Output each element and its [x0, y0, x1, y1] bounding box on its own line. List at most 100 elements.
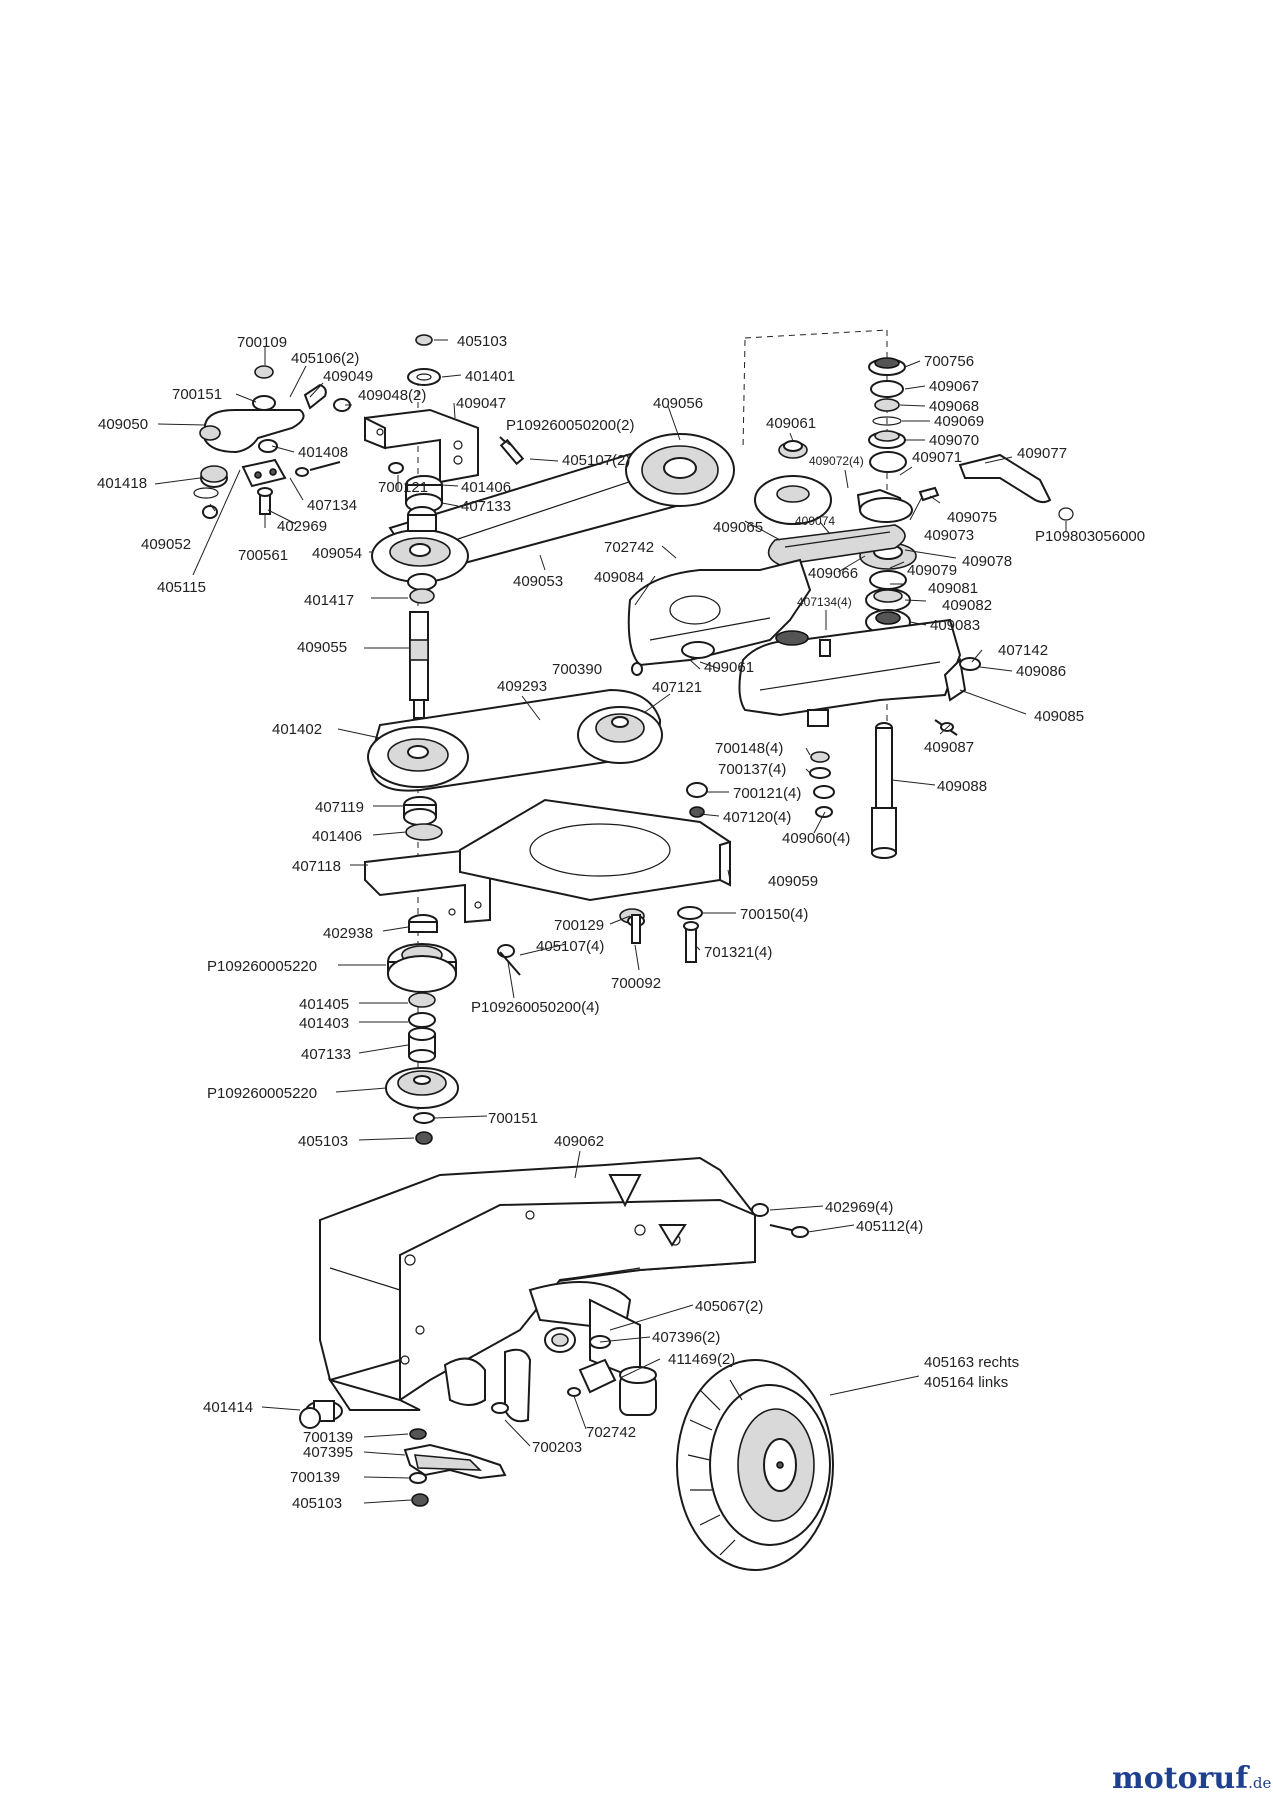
part-label: 409085: [1034, 708, 1084, 725]
part-label: P109260050200(2): [506, 417, 634, 434]
part-label: 401403: [299, 1015, 349, 1032]
part-label: 407396(2): [652, 1329, 720, 1346]
part-label: 409060(4): [782, 830, 850, 847]
part-label: 700121(4): [733, 785, 801, 802]
part-label: 407142: [998, 642, 1048, 659]
parts-drawing: [193, 329, 1074, 1571]
part-label: 409072(4): [809, 454, 864, 468]
part-label: 409067: [929, 378, 979, 395]
part-label: 702742: [604, 539, 654, 556]
brand-watermark: motoruf.de: [1112, 1761, 1272, 1796]
part-label: 405103: [298, 1133, 348, 1150]
part-label: P109260050200(4): [471, 999, 599, 1016]
part-label: 409075: [947, 509, 997, 526]
part-label: 701321(4): [704, 944, 772, 961]
part-label: 407134(4): [797, 595, 852, 609]
output-shaft: [809, 722, 897, 859]
part-label: 700148(4): [715, 740, 783, 757]
part-label: 700139: [303, 1429, 353, 1446]
part-label: 409053: [513, 573, 563, 590]
part-label: 409070: [929, 432, 979, 449]
part-label: 407118: [292, 858, 341, 875]
brand-name: motoruf: [1112, 1761, 1250, 1796]
part-label: 409083: [930, 617, 980, 634]
part-label: 401402: [272, 721, 322, 738]
gear-stack: [754, 357, 1074, 635]
part-label: 700150(4): [740, 906, 808, 923]
part-label: P109803056000: [1035, 528, 1145, 545]
part-label: 700109: [237, 334, 287, 351]
wheel: [676, 1359, 834, 1571]
part-label: P109260005220: [207, 958, 317, 975]
part-label: 401417: [304, 592, 354, 609]
part-label: 405112(4): [856, 1218, 923, 1235]
part-label: 409061: [704, 659, 754, 676]
part-label: 405103: [457, 333, 507, 350]
part-label: 700129: [554, 917, 604, 934]
part-label: 409056: [653, 395, 703, 412]
part-label: 409293: [497, 678, 547, 695]
lever-group: [403, 1428, 507, 1507]
part-label: 700203: [532, 1439, 582, 1456]
chassis-frame: [299, 1156, 809, 1429]
part-label: 409048(2): [358, 387, 426, 404]
part-label: 405106(2): [291, 350, 359, 367]
part-label: 409074: [795, 514, 835, 528]
motor-plate: [459, 782, 732, 976]
part-label: 409066: [808, 565, 858, 582]
part-label: 700561: [238, 547, 288, 564]
lower-pulley-stack: [364, 796, 491, 1145]
part-label: 405107(2): [562, 452, 630, 469]
part-label: 409061: [766, 415, 816, 432]
gearbox-covers: [627, 558, 981, 736]
part-label: 405067(2): [695, 1298, 763, 1315]
part-label: 407133: [301, 1046, 351, 1063]
part-label: 409079: [907, 562, 957, 579]
part-label: 409052: [141, 536, 191, 553]
part-label: 409068: [929, 398, 979, 415]
part-label: 407133: [461, 498, 511, 515]
upper-bracket-group: [364, 334, 525, 513]
vertical-shaft: [409, 611, 429, 719]
part-label: 407120(4): [723, 809, 791, 826]
part-label: 405115: [157, 579, 206, 596]
part-label: 409065: [713, 519, 763, 536]
part-label: 409087: [924, 739, 974, 756]
part-label: 702742: [586, 1424, 636, 1441]
part-label: 409086: [1016, 663, 1066, 680]
part-label: 401418: [97, 475, 147, 492]
part-label: 405107(4): [536, 938, 604, 955]
part-label: 700151: [172, 386, 222, 403]
part-label: 700756: [924, 353, 974, 370]
part-label: 409055: [297, 639, 347, 656]
upper-belt-drive: [371, 433, 735, 604]
part-label: 407395: [303, 1444, 353, 1461]
part-label: 409073: [924, 527, 974, 544]
part-label: 405164 links: [924, 1374, 1008, 1391]
part-label: 700137(4): [718, 761, 786, 778]
part-label: 401405: [299, 996, 349, 1013]
part-label: 409059: [768, 873, 818, 890]
part-label: 409062: [554, 1133, 604, 1150]
part-label: 401406: [312, 828, 362, 845]
part-label: 401414: [203, 1399, 253, 1416]
part-label: 409049: [323, 368, 373, 385]
part-label: 405163 rechts: [924, 1354, 1019, 1371]
part-label: 402938: [323, 925, 373, 942]
part-label: 401401: [465, 368, 515, 385]
leader-lines: [154, 339, 1067, 1504]
part-label: 402969: [277, 518, 327, 535]
part-label: 407121: [652, 679, 702, 696]
part-label: 409081: [928, 580, 978, 597]
part-label: 409071: [912, 449, 962, 466]
brand-tld: .de: [1248, 1774, 1271, 1792]
part-label: 409082: [942, 597, 992, 614]
part-label: 409077: [1017, 445, 1067, 462]
part-label: 411469(2): [668, 1351, 735, 1368]
part-label: 401408: [298, 444, 348, 461]
tensioner-arm-group: [193, 365, 351, 519]
part-label: 402969(4): [825, 1199, 893, 1216]
part-label: 407134: [307, 497, 357, 514]
part-label: 409050: [98, 416, 148, 433]
